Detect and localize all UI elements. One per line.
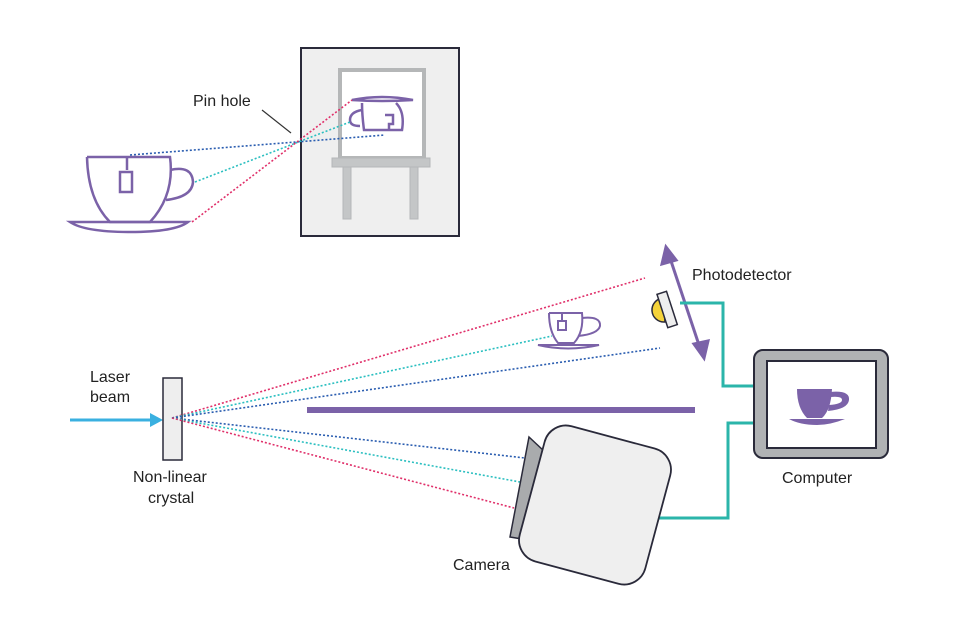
inverted-cup-icon [348, 95, 414, 132]
pinhole-rays [129, 99, 386, 223]
computer [753, 349, 889, 459]
laser-label-2: beam [90, 389, 130, 406]
pin-hole-leader-line [261, 109, 292, 134]
crystal-label-1: Non-linear [133, 469, 207, 486]
table-top [331, 157, 431, 168]
pinhole-camera-box [300, 47, 460, 237]
pin-hole-label: Pin hole [193, 93, 251, 110]
camera [509, 424, 672, 586]
camera-label: Camera [453, 557, 510, 574]
object-cup-icon [537, 312, 602, 350]
non-linear-crystal [162, 377, 183, 461]
crystal-label-2: crystal [148, 490, 194, 507]
photodetector-label: Photodetector [692, 267, 792, 284]
photon-rays [171, 277, 661, 509]
table-leg [409, 166, 419, 220]
camera-wire [655, 421, 756, 520]
laser-label-1: Laser [90, 369, 131, 386]
detector-wire [680, 301, 756, 388]
laser-arrow-icon [150, 413, 163, 427]
computer-label: Computer [782, 470, 853, 487]
reconstructed-cup-icon [789, 389, 850, 425]
camera-body [518, 424, 672, 586]
table-leg [342, 166, 352, 220]
photodetector [651, 290, 679, 329]
scan-arrow-icon [659, 243, 711, 362]
divider-bar [307, 407, 695, 413]
teacup-icon [65, 155, 195, 234]
